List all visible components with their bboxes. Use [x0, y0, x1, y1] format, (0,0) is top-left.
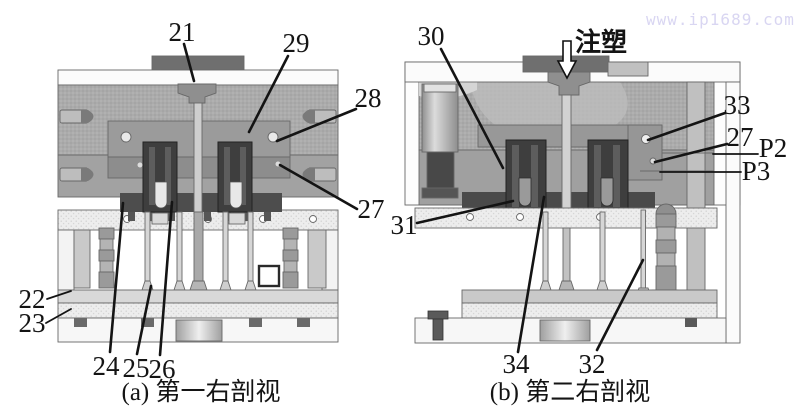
callout-28: 28	[355, 83, 382, 113]
callout-32: 32	[579, 349, 606, 379]
ejector-pins-b	[539, 209, 652, 297]
callout-30: 30	[418, 21, 445, 51]
injection-arrow-icon	[556, 40, 578, 80]
callout-26: 26	[149, 354, 176, 384]
injection-label: 注塑	[575, 27, 627, 57]
callout-34: 34	[503, 349, 531, 379]
core-insert-left	[142, 141, 178, 213]
ejector-pins-a	[141, 211, 257, 291]
callout-33: 33	[724, 90, 751, 120]
cylinder-component	[421, 83, 459, 199]
callout-25: 25	[123, 353, 150, 383]
callout-21: 21	[169, 17, 196, 47]
callout-27b: 27	[727, 122, 754, 152]
spring-right	[282, 227, 299, 289]
caption-view-b: (b) 第二右剖视	[490, 378, 650, 406]
callout-p2: P2	[759, 133, 788, 163]
sprue-bushing-b	[547, 71, 591, 96]
view-a-drawing	[57, 55, 339, 343]
core-insert-b-right	[587, 139, 629, 216]
view-b-drawing	[404, 40, 741, 344]
core-insert-right	[217, 141, 253, 213]
callout-24: 24	[93, 351, 121, 381]
callout-p3: P3	[742, 156, 771, 186]
core-insert-b-left	[505, 139, 547, 216]
caption-view-a: (a) 第一右剖视	[122, 378, 281, 406]
leader-lines	[108, 42, 729, 357]
guide-pin-icons	[59, 109, 337, 182]
sprue-bushing-a	[177, 83, 217, 104]
callout-22: 22	[19, 284, 46, 314]
callout-29: 29	[283, 28, 310, 58]
leader-lines-thin	[45, 153, 759, 324]
callout-27a: 27	[358, 194, 385, 224]
callout-23: 23	[19, 308, 46, 338]
watermark: www.ip1689.com	[646, 10, 795, 29]
clamp-bolt	[427, 310, 449, 341]
spring-left	[98, 227, 115, 289]
callout-31: 31	[391, 210, 418, 240]
